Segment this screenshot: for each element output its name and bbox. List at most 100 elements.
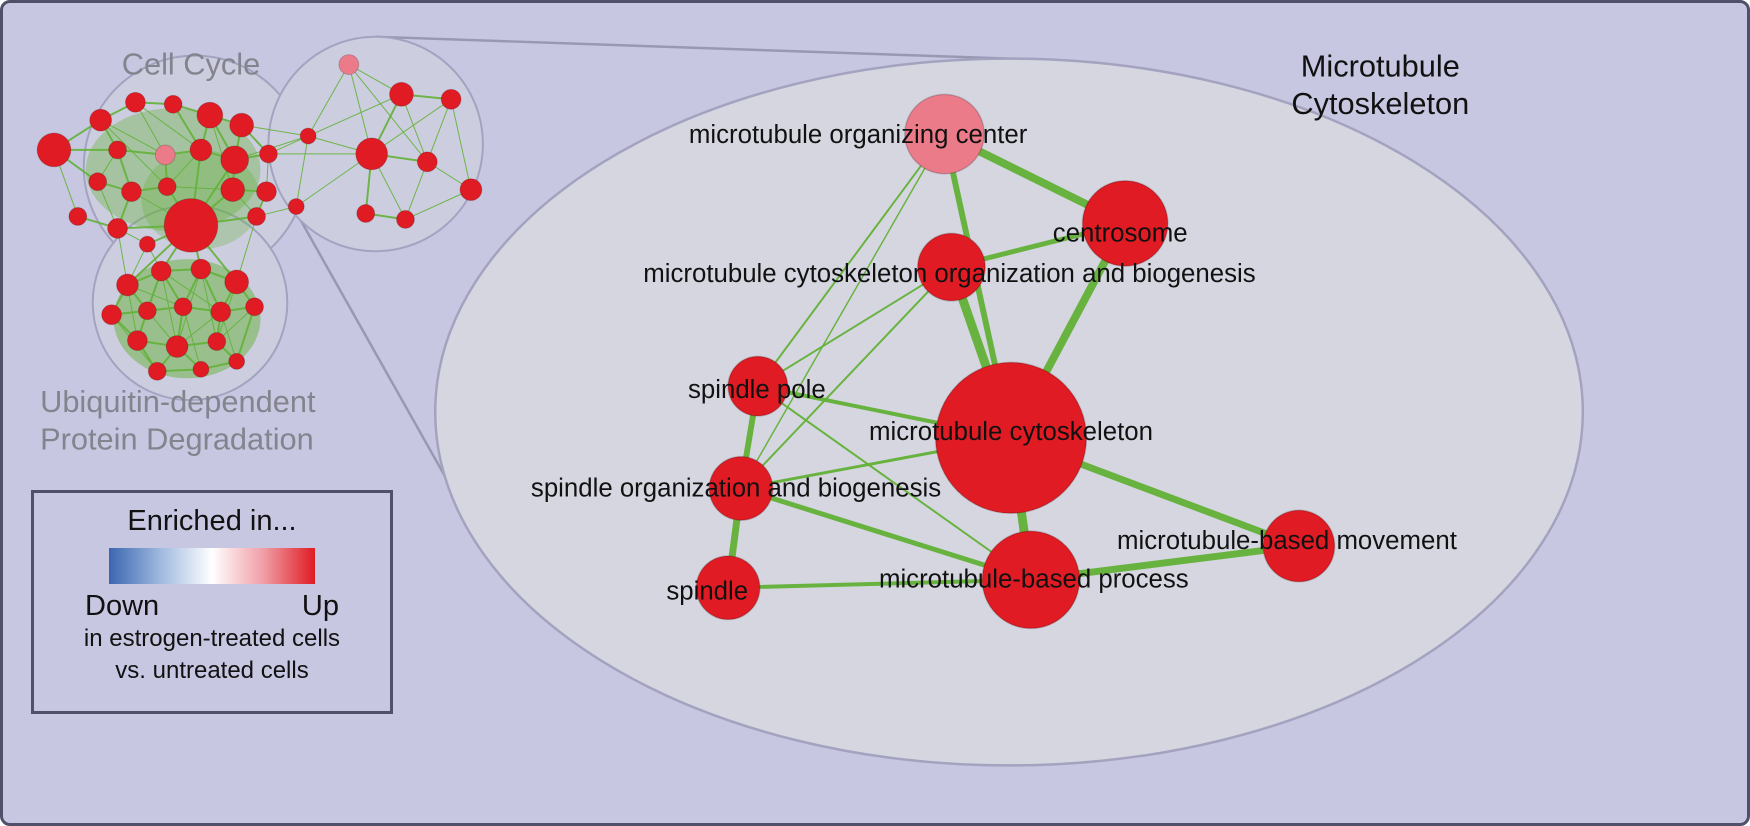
- node-label-mcob: microtubule cytoskeleton organization an…: [643, 260, 1255, 288]
- node-label-spindle: spindle: [666, 578, 748, 606]
- edge-spindle_org-mbp: [738, 485, 1034, 583]
- mini-node: [299, 127, 317, 145]
- mini-node: [229, 112, 255, 138]
- node-mt_cytoskeleton: [934, 361, 1088, 515]
- mini-node: [101, 304, 123, 326]
- node-label-moc: microtubule organizing center: [689, 121, 1028, 149]
- mini-edge: [401, 94, 428, 163]
- mini-edge: [160, 270, 178, 347]
- mini-node: [256, 181, 277, 203]
- mini-node: [245, 297, 264, 317]
- mini-node: [107, 217, 128, 239]
- mini-edge: [100, 119, 166, 156]
- legend-subtitle-1: in estrogen-treated cells: [83, 625, 341, 652]
- node-centrosome: [1081, 179, 1169, 267]
- mini-edge: [348, 64, 428, 163]
- mini-edge: [307, 93, 402, 137]
- mini-node: [88, 172, 108, 192]
- mini-node: [259, 144, 278, 164]
- microtubule-label-line2: Cytoskeleton: [1291, 86, 1469, 121]
- mini-edge: [426, 99, 452, 163]
- mini-node: [116, 273, 139, 297]
- mini-node: [247, 207, 266, 226]
- mini-node: [220, 177, 246, 203]
- mini-edge: [235, 306, 256, 362]
- mini-node: [121, 181, 142, 203]
- mini-node: [207, 332, 227, 351]
- mini-edge: [200, 268, 218, 342]
- mini-node: [190, 258, 212, 280]
- edge-mcob-spindle_pole: [756, 266, 953, 388]
- mini-edge: [295, 135, 309, 207]
- microtubule-label-line1: Microtubule: [1301, 48, 1460, 83]
- legend-down-label: Down: [85, 590, 160, 622]
- mini-node: [416, 151, 438, 173]
- ubiquitin-label-line2: Protein Degradation: [40, 422, 314, 457]
- edge-moc-spindle_org: [740, 133, 946, 490]
- legend-title: Enriched in...: [127, 505, 297, 537]
- node-label-mbm: microtubule-based movement: [1117, 527, 1457, 555]
- mini-edge: [134, 102, 166, 156]
- network-canvas: microtubule organizing center centrosome m…: [36, 35, 1585, 767]
- node-label-mbp: microtubule-based process: [879, 566, 1189, 594]
- node-label-mt_cytoskeleton: microtubule cytoskeleton: [869, 418, 1153, 446]
- legend-ends: Down Up: [85, 590, 339, 623]
- edge-spindle_pole-mbp: [756, 385, 1032, 581]
- mini-node: [287, 198, 305, 215]
- mini-node: [389, 81, 414, 107]
- mini-node: [173, 297, 193, 317]
- mini-node: [224, 269, 250, 295]
- edge-mcob-spindle_org: [739, 266, 953, 490]
- mini-node: [138, 235, 156, 253]
- zoom-cone-line: [375, 35, 1010, 60]
- mini-node: [36, 132, 72, 168]
- node-moc: [904, 93, 985, 175]
- mini-edge: [160, 270, 222, 313]
- node-spindle: [695, 555, 761, 621]
- node-mcob: [916, 232, 986, 302]
- mini-edge: [182, 306, 202, 370]
- mini-node: [440, 88, 462, 110]
- mini-node: [163, 198, 219, 253]
- mini-edge: [307, 64, 350, 137]
- legend-up-label: Up: [301, 590, 339, 622]
- mini-edge: [404, 161, 428, 220]
- mini-node: [338, 54, 360, 75]
- mini-edge: [450, 99, 472, 190]
- mini-edge: [100, 119, 168, 188]
- node-spindle_pole: [727, 355, 789, 417]
- mini-node: [459, 178, 483, 202]
- mini-node: [210, 301, 232, 323]
- mini-edge: [405, 189, 472, 220]
- mini-node: [220, 145, 250, 175]
- legend-subtitle-2: vs. untreated cells: [115, 656, 309, 684]
- mini-node: [154, 144, 176, 166]
- mini-edge: [209, 115, 234, 190]
- mini-node: [89, 108, 113, 132]
- mini-node: [189, 138, 213, 162]
- node-mbm: [1262, 509, 1336, 583]
- cell-cycle-label: Cell Cycle: [122, 46, 260, 81]
- node-label-spindle_pole: spindle pole: [688, 376, 826, 404]
- edge-spindle-mbp: [726, 577, 1033, 590]
- node-spindle_org: [708, 455, 774, 521]
- node-label-centrosome: centrosome: [1053, 219, 1188, 247]
- mini-node: [147, 361, 167, 381]
- mini-node: [192, 360, 210, 378]
- mini-edge: [135, 101, 202, 151]
- mini-node: [165, 335, 189, 358]
- mini-node: [126, 330, 148, 351]
- mini-edge: [371, 98, 452, 155]
- legend-box: Enriched in... Down Up in estrogen-treat…: [31, 490, 393, 714]
- mini-node: [124, 91, 146, 113]
- mini-node: [396, 209, 415, 229]
- mini-node: [196, 101, 224, 129]
- mini-node: [228, 352, 246, 370]
- mini-node: [163, 94, 183, 114]
- node-mbp: [981, 530, 1081, 630]
- edge-moc-spindle_pole: [756, 133, 946, 388]
- node-label-spindle_org: spindle organization and biogenesis: [531, 474, 941, 502]
- mini-node: [137, 301, 157, 321]
- mini-node: [108, 140, 127, 160]
